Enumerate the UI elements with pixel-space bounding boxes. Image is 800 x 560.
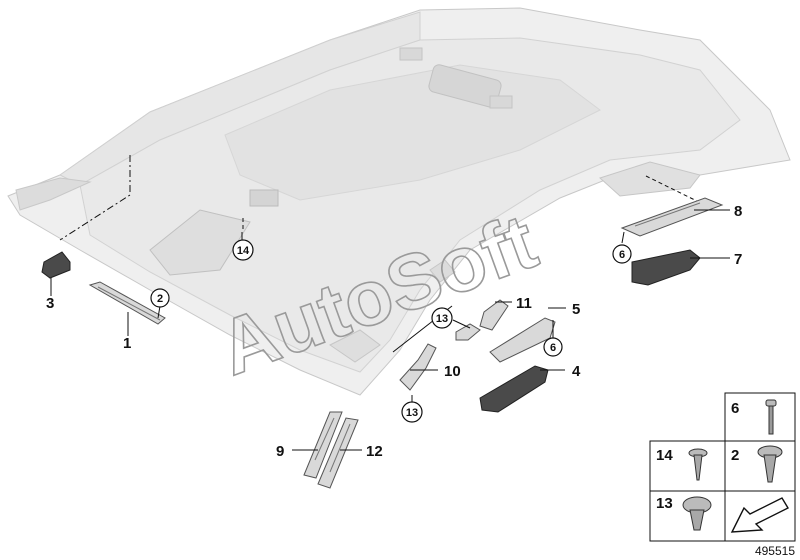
svg-text:13: 13 [436, 313, 448, 325]
svg-text:14: 14 [237, 245, 250, 257]
headliner-panel [7, 7, 791, 396]
part-4-grab-handle [479, 365, 549, 413]
legend-cell-6: 6 [731, 399, 777, 435]
part-12-strip [317, 417, 359, 489]
callout-1: 1 [123, 335, 131, 352]
callout-10: 10 [444, 363, 461, 380]
part-7-grab-handle [631, 249, 701, 286]
callout-8: 8 [734, 203, 742, 220]
svg-text:13: 13 [406, 407, 418, 419]
direction-arrow-icon [730, 497, 789, 533]
legend-cell-14: 14 [656, 447, 708, 481]
screw-icon [688, 448, 708, 481]
circled-callout-6-lower: 6 [543, 337, 563, 357]
reference-lines [59, 155, 706, 241]
part-9-strip [303, 411, 343, 479]
svg-text:2: 2 [157, 293, 163, 305]
callout-4: 4 [572, 363, 581, 380]
screw-icon-large [757, 445, 783, 483]
torx-screw-icon [682, 496, 712, 531]
callout-11: 11 [516, 295, 532, 312]
svg-text:14: 14 [656, 447, 673, 464]
circled-callouts: 2 14 6 6 13 13 [150, 239, 632, 423]
fastener-legend-table: 6 14 2 13 [649, 392, 796, 542]
legend-cell-13: 13 [656, 495, 712, 531]
svg-text:6: 6 [550, 342, 556, 354]
document-number: 495515 [755, 544, 795, 558]
svg-text:6: 6 [619, 249, 625, 261]
part-13-clip-upper [455, 323, 481, 341]
part-8-bracket [620, 197, 724, 237]
part-5-bracket [489, 317, 556, 363]
callout-labels: 1 3 4 5 7 8 9 10 11 12 [46, 203, 742, 460]
circled-callout-14: 14 [232, 239, 254, 261]
part-11-bracket [479, 299, 509, 331]
part-3-clip [41, 251, 71, 279]
part-10-bracket [399, 343, 437, 391]
callout-9: 9 [276, 443, 284, 460]
circled-callout-13-lower: 13 [401, 401, 423, 423]
circled-callout-2: 2 [150, 288, 170, 308]
callout-5: 5 [572, 301, 580, 318]
legend-cell-2: 2 [731, 445, 783, 483]
circled-callout-6-upper: 6 [612, 244, 632, 264]
rivet-icon [765, 399, 777, 435]
svg-text:6: 6 [731, 400, 739, 417]
part-1-cover-strip [88, 281, 166, 325]
callout-7: 7 [734, 251, 742, 268]
callout-12: 12 [366, 443, 383, 460]
svg-text:2: 2 [731, 447, 739, 464]
callout-3: 3 [46, 295, 54, 312]
svg-text:13: 13 [656, 495, 673, 512]
circled-callout-13-upper: 13 [431, 307, 453, 329]
